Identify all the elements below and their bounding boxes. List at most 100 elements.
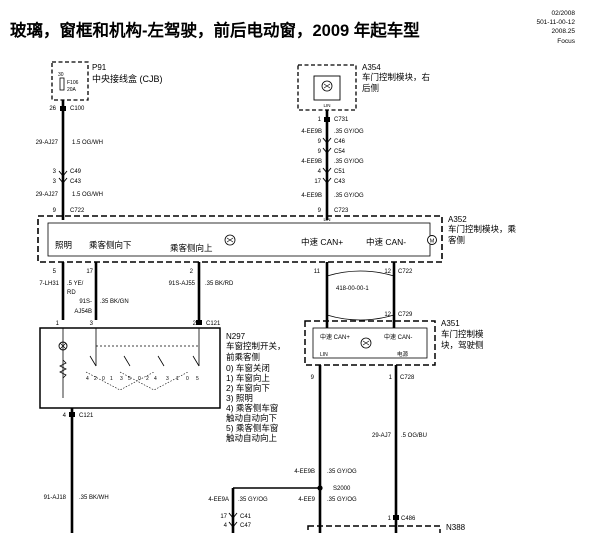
motor-icon-letter: M	[430, 239, 435, 245]
module-icon	[360, 337, 372, 349]
a354-id: A354	[362, 63, 381, 72]
n388-component: N388	[307, 523, 466, 533]
c722b-label: C722	[398, 269, 413, 275]
a351-can-plus: 中速 CAN+	[320, 333, 350, 341]
a351-name-line2: 块，驾驶侧	[441, 340, 484, 350]
a351-pin1: 1	[389, 375, 393, 381]
n297-pin3: 3	[90, 321, 94, 327]
connector-mark	[322, 147, 332, 154]
info-section: 501-11-00-12	[536, 19, 575, 26]
a354-lin-label: LIN	[323, 103, 330, 108]
a352-name-line2: 客侧	[448, 235, 465, 245]
a351-lin-label: LIN	[320, 352, 328, 358]
a351-outline	[304, 320, 436, 366]
c41-label: C41	[240, 514, 252, 520]
a354-name-line2: 后侧	[362, 83, 379, 93]
n388-outline	[307, 525, 441, 533]
aj18-label: 91-AJ18	[44, 495, 67, 501]
a351-pin9: 9	[311, 375, 315, 381]
p91-pin-label: 26	[49, 106, 56, 112]
aj54b-spec: .35 BK/GN	[100, 299, 129, 305]
lin-circuit: 1 C731 4-EE9B .35 GY/OG 9 C46 9 C54 4-EE…	[301, 110, 364, 220]
c728-label: C728	[400, 375, 415, 381]
a352-pin-pass-up: 乘客侧向上	[170, 243, 213, 253]
aj27b-label: 29-AJ27	[36, 192, 59, 198]
power-feed-circuit: 26 C100 29-AJ27 1.5 OG/WH 3 C49 3 C43 29…	[36, 100, 103, 220]
lh31-spec2: RD	[67, 290, 76, 296]
a351-door-control-module-driver: 中速 CAN+ 中速 CAN- LIN 电源 A351 车门控制模 块，驾驶侧	[304, 319, 484, 366]
ee9a-label: 4-EE9A	[208, 497, 229, 503]
a352-pin2: 2	[190, 269, 194, 275]
a352-output-circuits: 5 17 2 11 12 C722 7-LH31 .5 YE/ RD 91S- …	[39, 262, 413, 328]
module-icon	[224, 234, 236, 246]
aj7-spec: .5 OG/BU	[401, 433, 427, 439]
ee9b-d-spec: .35 GY/OG	[327, 469, 357, 475]
n297-pin2: 2	[193, 321, 197, 327]
lh31-spec: .5 YE/	[67, 281, 84, 287]
c722-label: C722	[70, 208, 85, 214]
n297-outline	[39, 327, 221, 409]
switch-positions: 4 2 0 1 3 5 0 2 4 3 1 0 5	[86, 376, 199, 382]
p91-central-junction-box: 30 F106 20A P91 中央接线盒 (CJB)	[51, 61, 163, 101]
diagram-title: 玻璃，窗框和机构-左驾驶，前后电动窗，2009 年起车型	[10, 20, 420, 40]
c486-pin: 1	[388, 516, 392, 522]
switch-contacts	[89, 355, 200, 367]
n297-function-legend: 0) 车窗关闭 1) 车窗向上 2) 车窗向下 3) 照明 4) 乘客侧车窗 触…	[226, 363, 278, 443]
s2000-label: S2000	[333, 486, 351, 492]
a354-module-body	[313, 75, 341, 101]
switch-position: 0	[186, 376, 189, 382]
info-model-year: 2008.25	[552, 28, 576, 35]
ee9b-d-label: 4-EE9B	[294, 469, 315, 475]
lamp-icon-mark	[59, 342, 67, 350]
ee9-label: 4-EE9	[298, 497, 315, 503]
a351-can-minus: 中速 CAN-	[384, 333, 412, 341]
aj54b-label2: AJ54B	[74, 309, 92, 315]
a352-pin-pass-down: 乘客侧向下	[89, 240, 132, 250]
resistor-icon	[59, 359, 67, 379]
p91-fuse-rating: 20A	[67, 87, 77, 93]
switch-cross-links	[85, 371, 189, 391]
a352-door-control-module-passenger: LIN 照明 乘客侧向下 乘客侧向上 中速 CAN+ 中速 CAN- M A35…	[37, 215, 517, 263]
a351-module-body	[312, 327, 428, 359]
aj18-spec: .35 BK/WH	[79, 495, 109, 501]
n297-function: 2) 车窗向下	[226, 383, 270, 393]
p91-id: P91	[92, 63, 107, 72]
a352-pin-can-plus: 中速 CAN+	[301, 237, 343, 247]
n297-function: 触动自动向下	[226, 413, 278, 423]
connector-mark	[322, 137, 332, 144]
n297-function: 3) 照明	[226, 393, 253, 403]
c46-label: C46	[334, 139, 346, 145]
ee9b-b-label: 4-EE9B	[301, 159, 322, 165]
connector-mark	[324, 117, 330, 122]
p91-fuse-ref: 30	[58, 72, 64, 78]
n297-function: 4) 乘客侧车窗	[226, 403, 278, 413]
n297-function: 0) 车窗关闭	[226, 363, 270, 373]
module-icon-mark	[226, 237, 234, 243]
switch-position: 5	[128, 376, 131, 382]
a351-name-line1: 车门控制模	[441, 329, 484, 339]
can-link-label: 418-00-00-1	[336, 286, 369, 292]
ee9b-a-label: 4-EE9B	[301, 129, 322, 135]
module-icon-mark	[323, 83, 331, 89]
connector-mark	[58, 177, 68, 184]
p91-outline	[51, 61, 89, 101]
a352-outline	[37, 215, 443, 263]
n297-function: 1) 车窗向上	[226, 373, 270, 383]
a354-door-control-module-rr: LIN A354 车门控制模块，右 后侧	[297, 63, 430, 111]
switch-position: 5	[196, 376, 199, 382]
connector-mark	[322, 177, 332, 184]
lamp-icon	[58, 341, 68, 351]
p91-name: 中央接线盒 (CJB)	[92, 73, 163, 84]
aj7-label: 29-AJ7	[372, 433, 392, 439]
c43r-pin: 17	[314, 179, 321, 185]
a352-lin-label: LIN	[323, 217, 330, 222]
c54-pin: 9	[318, 149, 322, 155]
connector-mark	[196, 320, 202, 325]
module-icon	[321, 80, 333, 92]
c121-label: C121	[206, 321, 221, 327]
c46-pin: 9	[318, 139, 322, 145]
info-model: Focus	[557, 38, 575, 45]
c41-pin: 17	[220, 514, 227, 520]
c54-label: C54	[334, 149, 346, 155]
